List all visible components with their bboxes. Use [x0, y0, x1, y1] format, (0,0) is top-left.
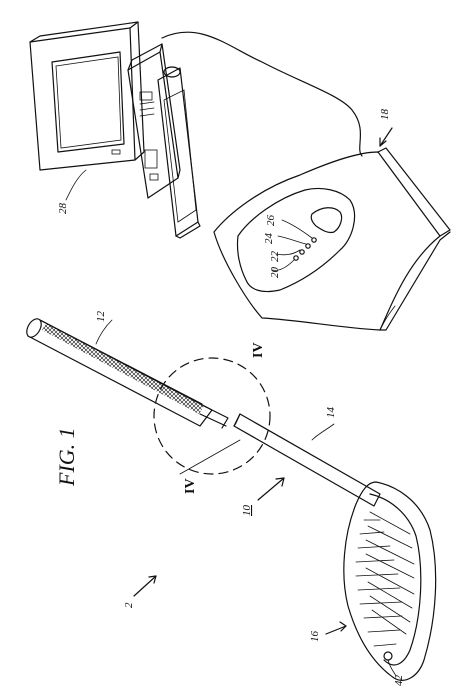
computer [29, 21, 363, 239]
golf-club [26, 318, 437, 681]
analyzer [213, 147, 451, 331]
grip [26, 318, 213, 427]
data-cable [161, 31, 363, 157]
ref-head: 16 [309, 631, 321, 643]
leader-lines [65, 127, 397, 677]
section-mark-top: IV [251, 342, 266, 358]
ref-system: 2 [123, 602, 135, 608]
monitor [29, 21, 145, 171]
mouse [163, 66, 181, 78]
labels: FIG. 1 IV IV 2 10 12 14 16 18 20 22 24 2… [54, 109, 405, 687]
shaft [233, 413, 381, 507]
figure-title: FIG. 1 [54, 427, 79, 487]
ref-sensor-a: 20 [269, 267, 281, 279]
ref-computer: 28 [57, 203, 69, 215]
cpu-tower [127, 43, 181, 199]
ref-shaft: 14 [325, 407, 337, 419]
ref-sensor-b: 22 [269, 251, 281, 263]
ref-port: 42 [393, 675, 405, 687]
section-circle [153, 357, 271, 475]
keyboard [157, 67, 201, 239]
ref-club: 10 [241, 505, 253, 517]
section-mark-bottom: IV [183, 478, 198, 494]
ref-analyzer: 18 [379, 109, 391, 121]
ref-grip: 12 [95, 311, 107, 323]
club-head [343, 481, 437, 681]
ref-sensor-c: 24 [263, 233, 275, 245]
ref-sensor-d: 26 [265, 215, 277, 227]
